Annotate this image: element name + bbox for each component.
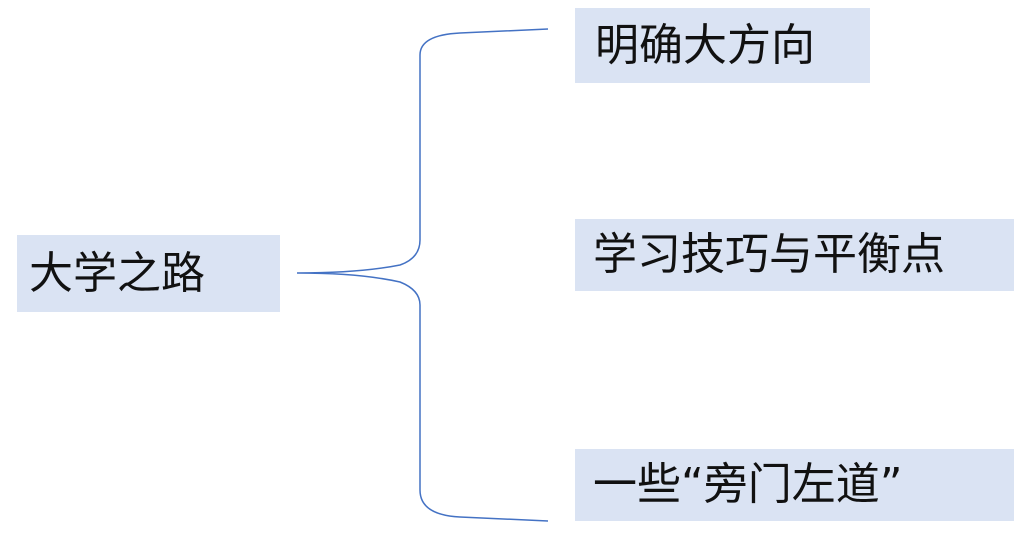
branch-box-study-skills[interactable]: 学习技巧与平衡点 <box>575 219 1014 291</box>
root-topic-box[interactable]: 大学之路 <box>17 235 280 312</box>
branch-box-side-paths[interactable]: 一些“旁门左道” <box>575 449 1014 521</box>
branch-label-study-skills: 学习技巧与平衡点 <box>593 229 945 280</box>
root-topic-label: 大学之路 <box>29 247 205 299</box>
branch-box-direction[interactable]: 明确大方向 <box>575 8 870 83</box>
branch-label-direction: 明确大方向 <box>595 19 815 71</box>
branch-label-side-paths: 一些“旁门左道” <box>593 459 903 510</box>
bracket-path <box>296 28 549 522</box>
